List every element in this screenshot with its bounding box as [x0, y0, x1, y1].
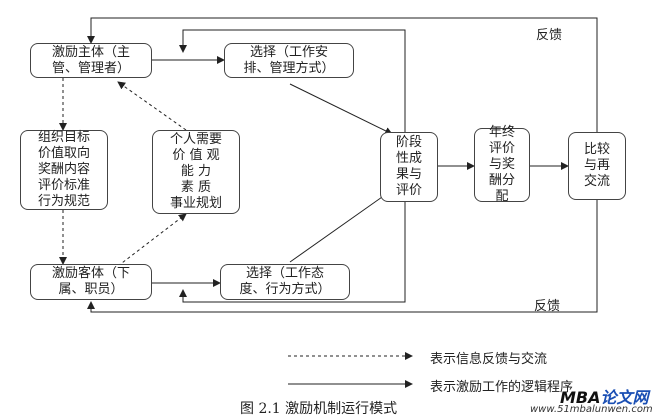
watermark-logo: MBA论文网: [560, 384, 649, 408]
node-incentive-object: 激励客体（下 属、职员）: [30, 264, 152, 300]
stage-to-choice-bottom-loop: [179, 200, 406, 303]
node-stage-results: 阶段 性成 果与 评价: [380, 132, 438, 202]
legend-solid-text: 表示激励工作的逻辑程序: [430, 380, 574, 395]
watermark-brand-cn: 论文网: [600, 388, 649, 407]
feedback-top-loop: [87, 17, 598, 132]
node-annual-review: 年终 评价 与奖 酬分 配: [474, 125, 530, 204]
arrow-choice-bottom-to-stage: [289, 189, 393, 263]
feedback-top-label: 反馈: [536, 28, 563, 43]
node-choice-bottom: 选择（工作态 度、行为方式）: [220, 264, 350, 300]
dashed-object-to-needs: [117, 213, 187, 267]
stage-to-choice-top-loop: [179, 29, 406, 132]
arrow-choice-top-to-stage: [289, 83, 393, 135]
dashed-needs-to-subject: [117, 81, 187, 131]
feedback-bottom-label: 反馈: [534, 299, 561, 314]
node-compare: 比较 与再 交流: [568, 132, 626, 200]
watermark-brand-latin: MBA: [560, 388, 601, 407]
legend-dashed-text: 表示信息反馈与交流: [430, 352, 548, 367]
feedback-bottom-loop: [87, 200, 598, 313]
node-org-goals: 组织目标 价值取向 奖酬内容 评价标准 行为规范: [20, 130, 108, 210]
watermark-url: www.51mbalunwen.com: [530, 404, 653, 415]
node-personal-needs: 个人需要 价 值 观 能 力 素 质 事业规划: [152, 130, 240, 214]
node-choice-top: 选择（工作安 排、管理方式）: [224, 43, 354, 78]
figure-caption: 图 2.1 激励机制运行模式: [240, 401, 398, 417]
node-incentive-subject: 激励主体（主 管、管理者）: [30, 43, 152, 78]
